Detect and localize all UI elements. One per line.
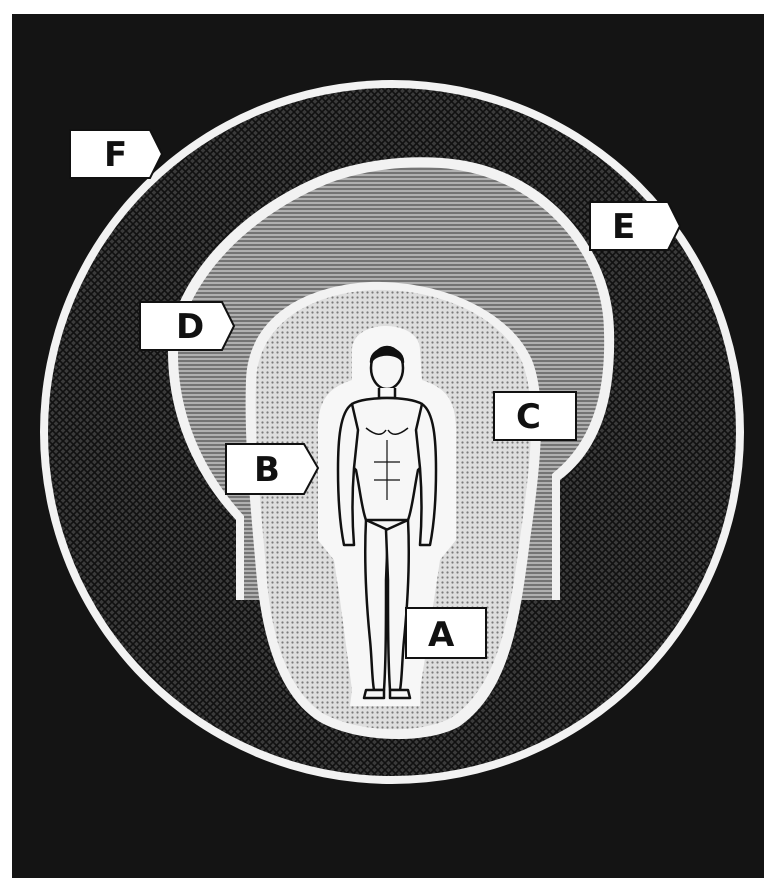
label-a-text: A <box>428 615 455 655</box>
label-e-text: E <box>612 207 635 247</box>
label-c-text: C <box>516 397 541 437</box>
label-b: B <box>226 444 318 494</box>
label-e: E <box>590 202 680 250</box>
label-b-text: B <box>254 450 280 490</box>
label-f: F <box>70 130 162 178</box>
label-a: A <box>406 608 486 658</box>
label-d-text: D <box>176 307 204 347</box>
label-d: D <box>140 302 234 350</box>
label-f-text: F <box>104 135 127 175</box>
label-c: C <box>494 392 576 440</box>
